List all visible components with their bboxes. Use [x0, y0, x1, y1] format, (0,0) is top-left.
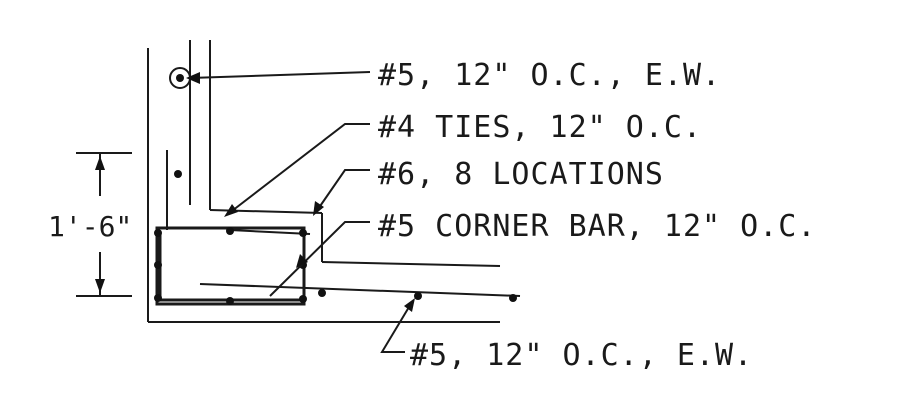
dimension-label: 1'-6"	[48, 210, 132, 243]
leader-horizontal-bars	[380, 298, 415, 353]
leader-corner-bar	[269, 221, 370, 297]
callout-corner-bar: #5 CORNER BAR, 12" O.C.	[378, 209, 816, 244]
callout-vertical-bars: #5, 12" O.C., E.W.	[378, 58, 721, 93]
inner-bars	[166, 150, 521, 297]
leader-corner-longitudinal	[313, 169, 370, 216]
leader-ties	[224, 123, 370, 217]
callout-ties: #4 TIES, 12" O.C.	[378, 110, 702, 145]
callout-horizontal-bars: #5, 12" O.C., E.W.	[410, 338, 753, 373]
dimension-height: 1'-6"	[48, 152, 132, 297]
leader-vertical-bars	[186, 71, 371, 84]
callout-corner-longitudinal: #6, 8 LOCATIONS	[378, 157, 664, 192]
tie-rectangle	[155, 226, 306, 306]
wall-outline	[147, 40, 501, 323]
